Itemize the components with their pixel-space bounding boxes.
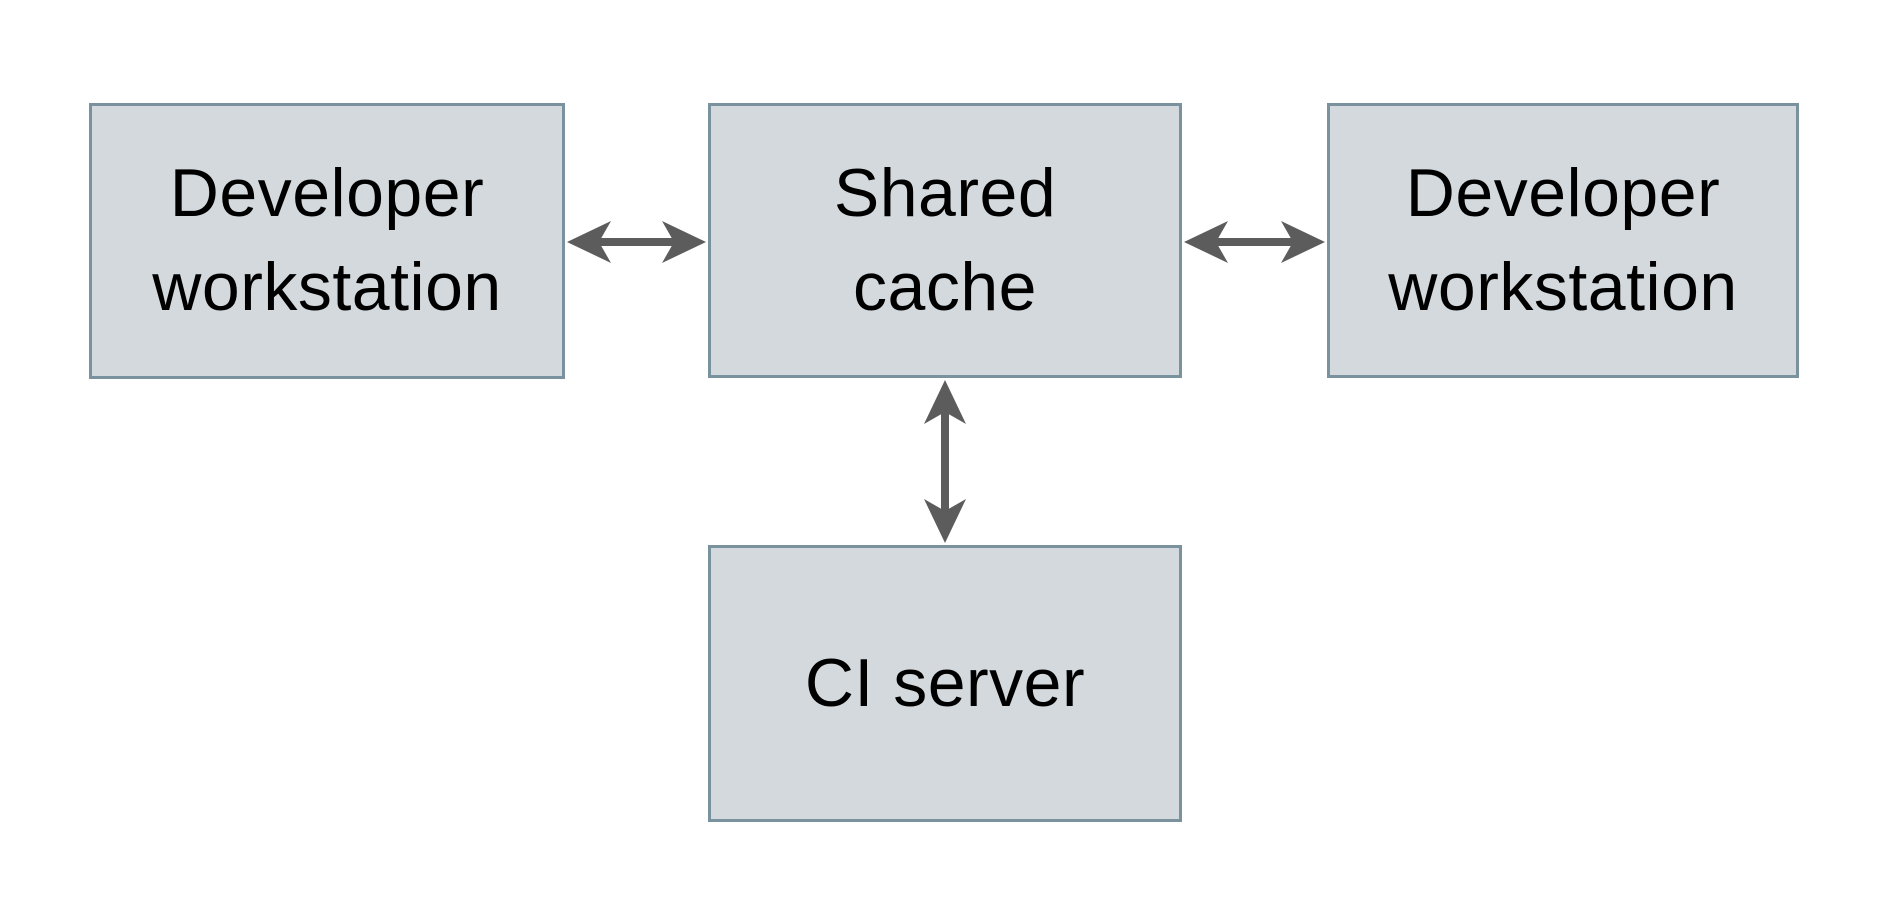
node-label-shared-cache: Shared cache	[833, 154, 1057, 325]
double-arrow-sharedcache-devright-icon	[1184, 221, 1325, 263]
double-arrow-devleft-sharedcache-icon	[567, 221, 706, 263]
node-ci-server: CI server	[708, 545, 1182, 822]
node-developer-workstation-right: Developer workstation	[1327, 103, 1799, 378]
node-label-developer-workstation-right: Developer workstation	[1388, 154, 1738, 325]
node-shared-cache: Shared cache	[708, 103, 1182, 378]
node-label-ci-server: CI server	[804, 644, 1086, 721]
node-label-developer-workstation-left: Developer workstation	[152, 155, 502, 325]
node-developer-workstation-left: Developer workstation	[89, 103, 565, 379]
double-arrow-sharedcache-ciserver-icon	[924, 380, 966, 543]
